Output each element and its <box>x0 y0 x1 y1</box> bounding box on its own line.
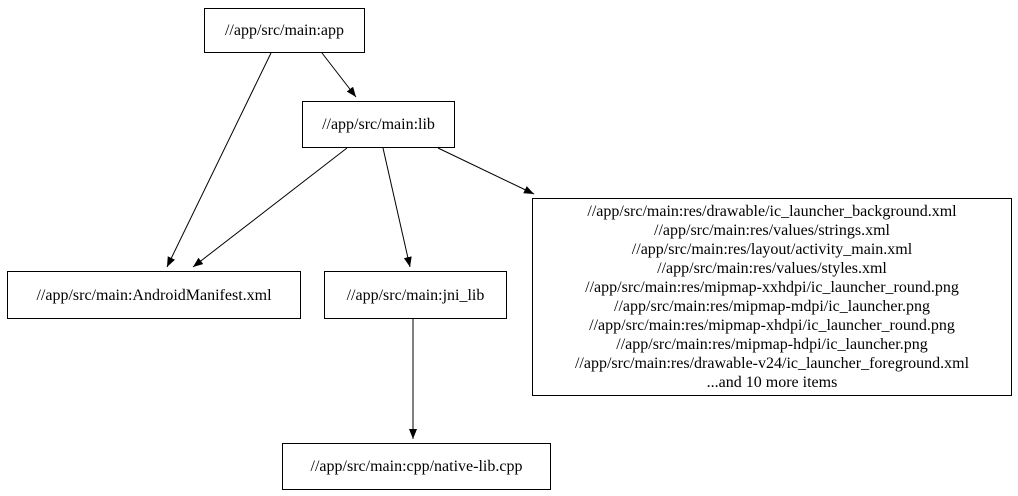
node-app-label: //app/src/main:app <box>224 22 345 39</box>
edge-app-to-lib <box>321 52 357 98</box>
node-lib-label: //app/src/main:lib <box>322 116 435 133</box>
edge-lib-to-resources <box>437 147 535 195</box>
node-native-lib-cpp[interactable]: //app/src/main:cpp/native-lib.cpp <box>282 443 551 490</box>
edge-app-to-manifest <box>166 52 272 268</box>
node-android-manifest-label: //app/src/main:AndroidManifest.xml <box>36 286 272 304</box>
resource-item: //app/src/main:res/values/strings.xml <box>654 222 890 239</box>
resource-item: //app/src/main:res/drawable-v24/ic_launc… <box>574 355 970 372</box>
node-jni-lib[interactable]: //app/src/main:jni_lib <box>324 271 507 319</box>
edge-lib-to-jni-lib <box>382 147 412 268</box>
resource-item: //app/src/main:res/values/styles.xml <box>657 260 887 277</box>
node-lib-target[interactable]: //app/src/main:lib <box>302 101 455 148</box>
resource-item: //app/src/main:res/layout/activity_main.… <box>631 241 913 258</box>
node-resources-group[interactable]: //app/src/main:res/drawable/ic_launcher_… <box>532 198 1012 396</box>
resource-item: //app/src/main:res/mipmap-hdpi/ic_launch… <box>616 336 928 353</box>
resource-item: //app/src/main:res/drawable/ic_launcher_… <box>587 203 957 220</box>
edge-lib-to-manifest <box>192 147 348 268</box>
node-android-manifest[interactable]: //app/src/main:AndroidManifest.xml <box>7 271 301 319</box>
node-native-lib-cpp-label: //app/src/main:cpp/native-lib.cpp <box>310 458 523 475</box>
resource-item: //app/src/main:res/mipmap-mdpi/ic_launch… <box>614 298 930 315</box>
node-app-target[interactable]: //app/src/main:app <box>204 8 365 53</box>
resource-item: //app/src/main:res/mipmap-xhdpi/ic_launc… <box>589 317 955 334</box>
resource-item: //app/src/main:res/mipmap-xxhdpi/ic_laun… <box>585 279 959 296</box>
resource-more-items: ...and 10 more items <box>706 374 838 391</box>
node-jni-lib-label: //app/src/main:jni_lib <box>346 286 485 304</box>
